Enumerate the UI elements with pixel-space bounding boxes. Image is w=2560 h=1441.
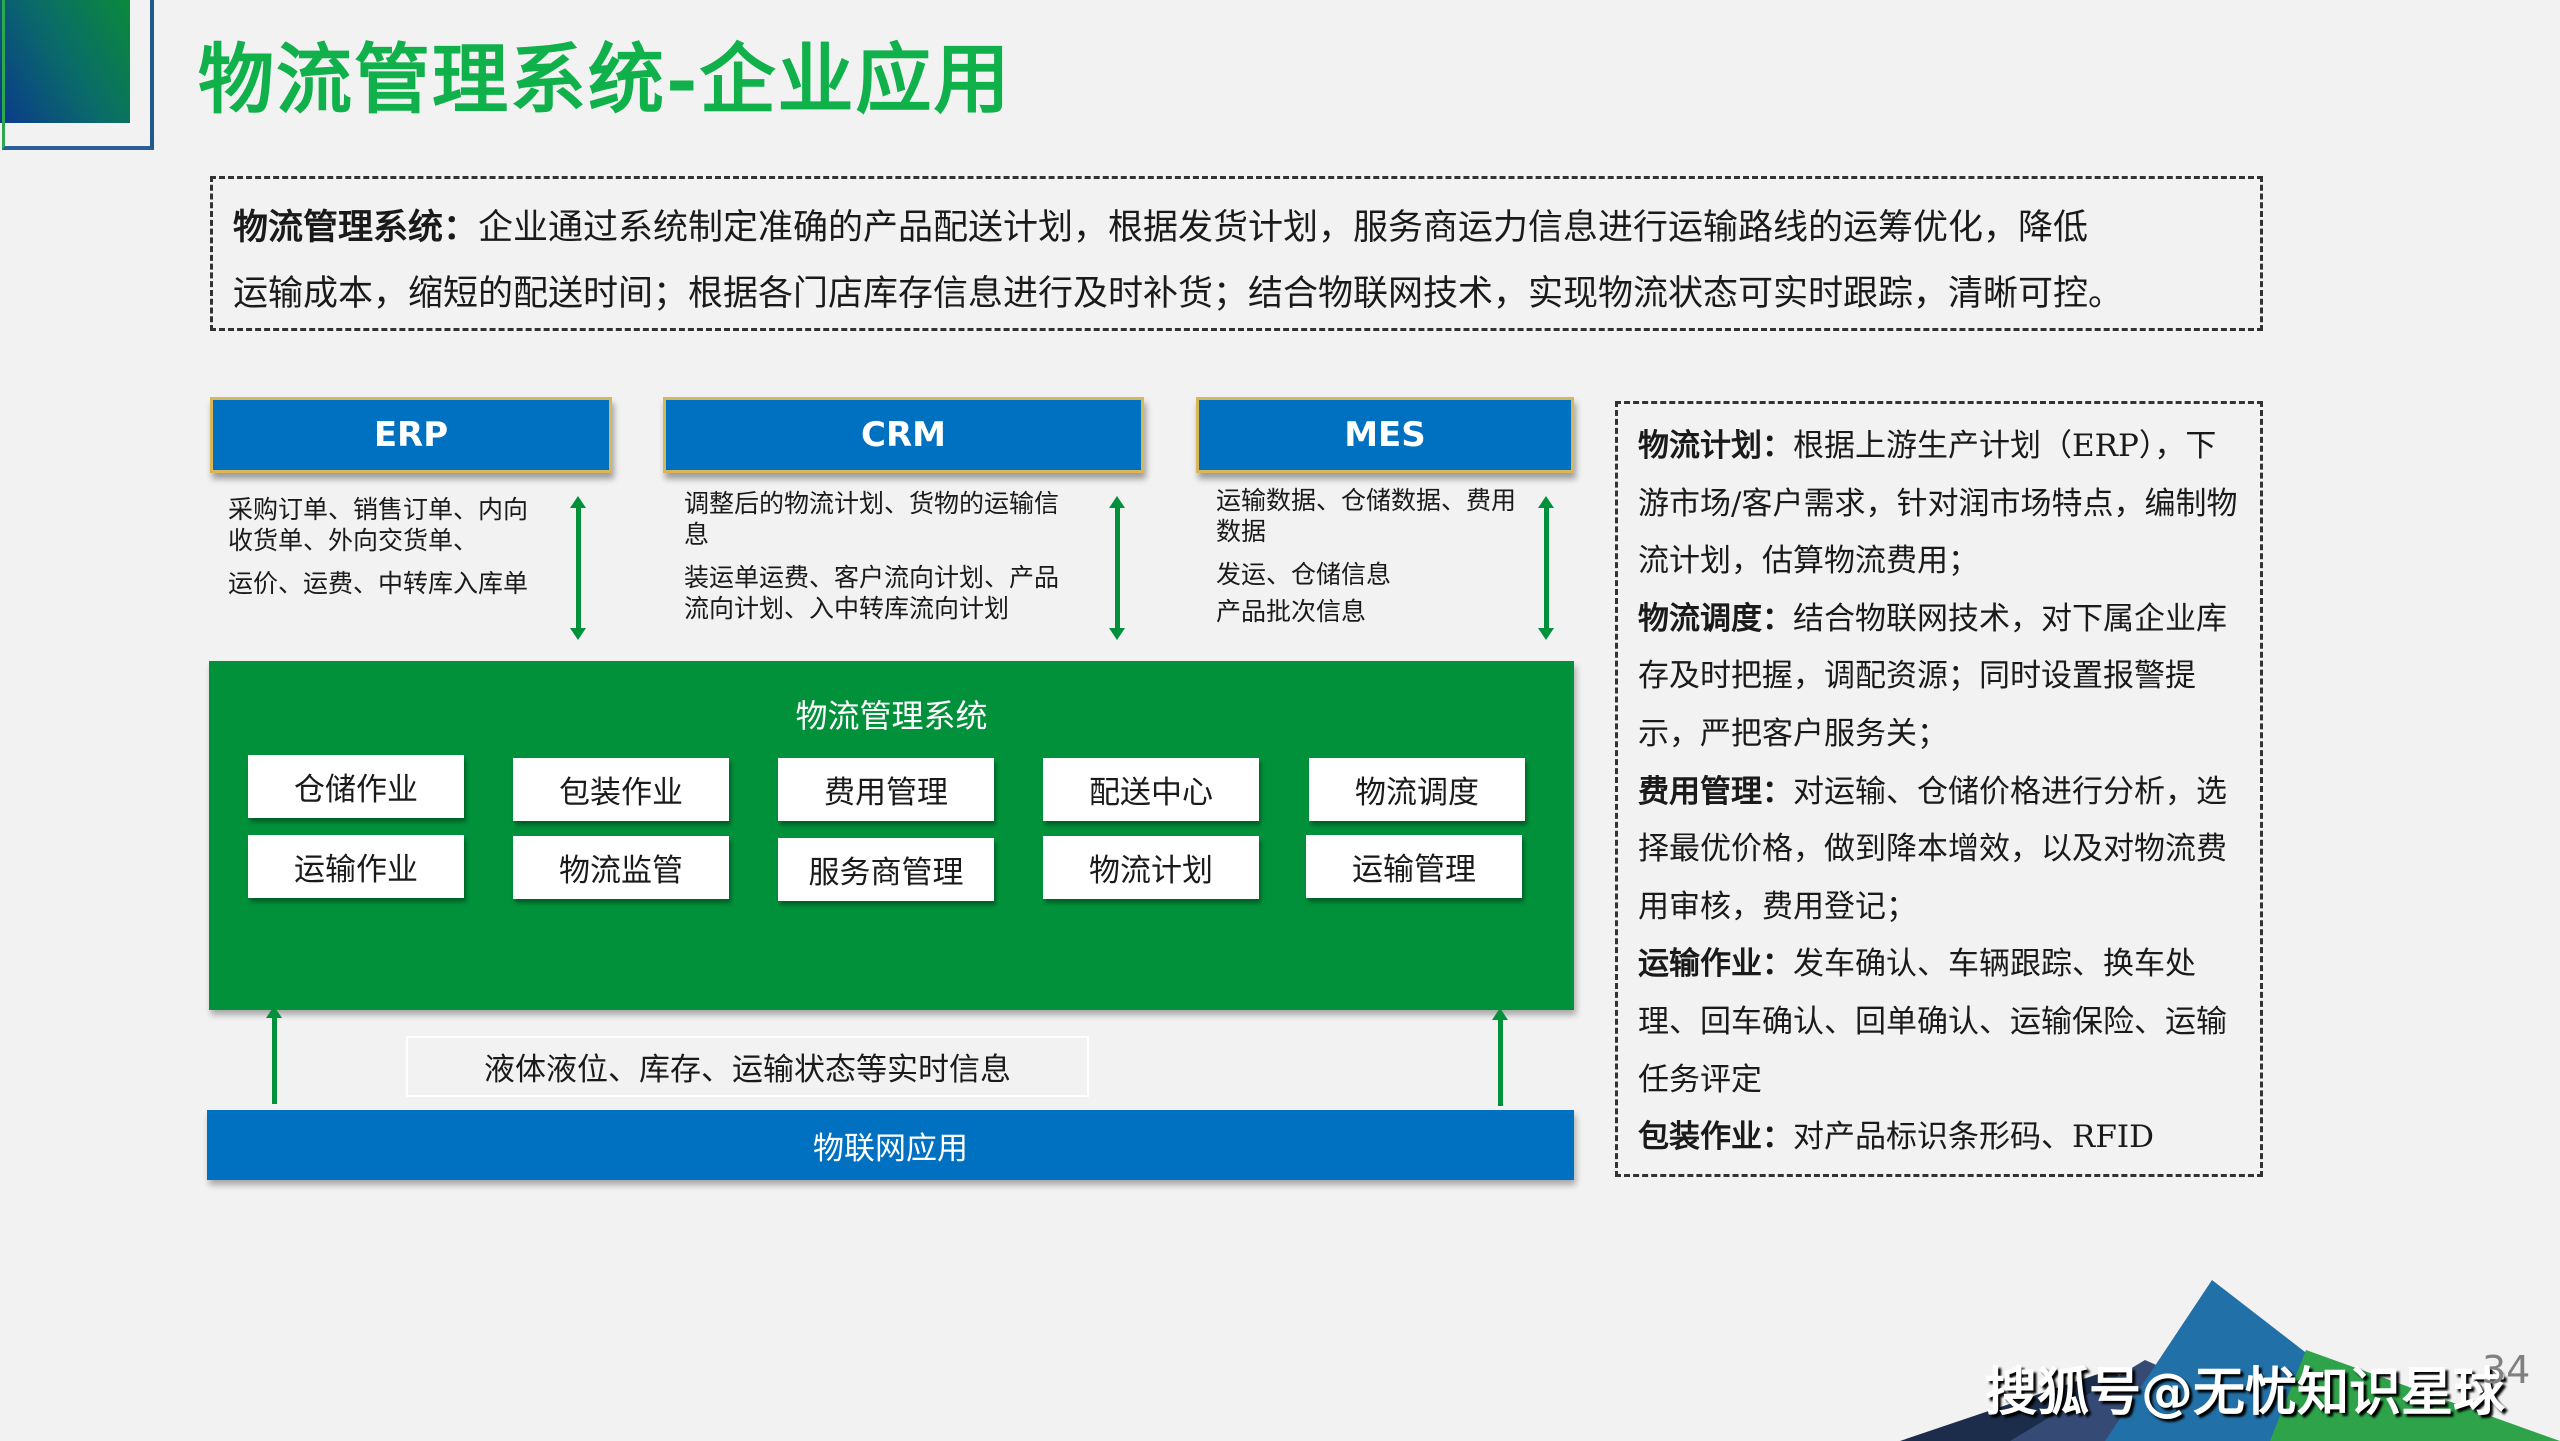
desc-label: 运输作业： <box>1638 946 1793 983</box>
intro-line-1: 物流管理系统：企业通过系统制定准确的产品配送计划，根据发货计划，服务商运力信息进… <box>233 195 2240 261</box>
erp-header: ERP <box>210 397 612 473</box>
right-up-arrow-icon <box>1492 1008 1508 1106</box>
iot-application-bar: 物联网应用 <box>207 1110 1574 1180</box>
desc-text: 对运输、仓储价格进行分析，选择最优价格，做到降本增效，以及对物流费用审核，费用登… <box>1638 773 2227 925</box>
desc-packaging-ops: 包装作业：对产品标识条形码、RFID <box>1638 1109 2242 1167</box>
logo-frame <box>2 0 154 150</box>
desc-transport-ops: 运输作业：发车确认、车辆跟踪、换车处理、回车确认、回单确认、运输保险、运输任务评… <box>1638 936 2242 1109</box>
left-up-arrow-icon <box>266 1006 282 1104</box>
desc-label: 包装作业： <box>1638 1119 1793 1156</box>
crm-desc-line: 调整后的物流计划、货物的运输信息 <box>684 489 1060 549</box>
erp-bidirectional-arrow-icon <box>570 496 586 640</box>
crm-header: CRM <box>663 397 1144 473</box>
mes-desc-line: 产品批次信息 <box>1216 597 1367 626</box>
erp-description: 采购订单、销售订单、内向收货单、外向交货单、 运价、运费、中转库入库单 <box>228 494 538 611</box>
page-number: 34 <box>2482 1348 2531 1392</box>
erp-desc-line: 采购订单、销售订单、内向收货单、外向交货单、 <box>228 495 529 555</box>
module-logistics-supervision[interactable]: 物流监管 <box>513 836 729 899</box>
mes-desc-line: 发运、仓储信息 <box>1216 560 1392 589</box>
crm-bidirectional-arrow-icon <box>1109 496 1125 640</box>
intro-line-2: 运输成本，缩短的配送时间；根据各门店库存信息进行及时补货；结合物联网技术，实现物… <box>233 274 2124 314</box>
realtime-info-label: 液体液位、库存、运输状态等实时信息 <box>406 1036 1089 1097</box>
logo-gradient-square <box>0 0 130 123</box>
module-transport-ops[interactable]: 运输作业 <box>248 835 464 898</box>
mes-desc-line: 运输数据、仓储数据、费用数据 <box>1216 486 1517 546</box>
module-logistics-dispatch[interactable]: 物流调度 <box>1309 758 1525 821</box>
module-distribution-center[interactable]: 配送中心 <box>1043 758 1259 821</box>
logistics-system-box: 物流管理系统 仓储作业 包装作业 费用管理 配送中心 物流调度 运输作业 物流监… <box>209 661 1574 1010</box>
desc-cost-management: 费用管理：对运输、仓储价格进行分析，选择最优价格，做到降本增效，以及对物流费用审… <box>1638 764 2242 937</box>
desc-label: 物流调度： <box>1638 600 1793 637</box>
erp-desc-line: 运价、运费、中转库入库单 <box>228 569 529 598</box>
crm-desc-line: 装运单运费、客户流向计划、产品流向计划、入中转库流向计划 <box>684 563 1060 623</box>
crm-description: 调整后的物流计划、货物的运输信息 装运单运费、客户流向计划、产品流向计划、入中转… <box>684 488 1069 636</box>
desc-logistics-dispatch: 物流调度：结合物联网技术，对下属企业库存及时把握，调配资源；同时设置报警提示，严… <box>1638 591 2242 764</box>
mes-header: MES <box>1196 397 1574 473</box>
watermark-text: 搜狐号@无忧知识星球 <box>1985 1363 2506 1423</box>
module-packaging-ops[interactable]: 包装作业 <box>513 758 729 821</box>
desc-label: 费用管理： <box>1638 773 1793 810</box>
page-title: 物流管理系统-企业应用 <box>198 35 1012 124</box>
desc-text: 对产品标识条形码、RFID <box>1793 1119 2154 1156</box>
intro-box: 物流管理系统：企业通过系统制定准确的产品配送计划，根据发货计划，服务商运力信息进… <box>210 176 2263 331</box>
module-logistics-plan[interactable]: 物流计划 <box>1043 836 1259 899</box>
mes-description: 运输数据、仓储数据、费用数据 发运、仓储信息 产品批次信息 <box>1216 485 1516 639</box>
module-warehouse-ops[interactable]: 仓储作业 <box>248 755 464 818</box>
mountain-decoration-icon <box>1900 1280 2560 1441</box>
intro-label: 物流管理系统： <box>233 207 479 248</box>
desc-label: 物流计划： <box>1638 428 1793 464</box>
desc-logistics-plan: 物流计划：根据上游生产计划（ERP），下游市场/客户需求，针对润市场特点，编制物… <box>1638 418 2242 591</box>
desc-text: 发车确认、车辆跟踪、换车处理、回车确认、回单确认、运输保险、运输任务评定 <box>1638 946 2227 1098</box>
desc-text: 结合物联网技术，对下属企业库存及时把握，调配资源；同时设置报警提示，严把客户服务… <box>1638 600 2227 752</box>
logistics-system-title: 物流管理系统 <box>795 697 988 735</box>
module-transport-management[interactable]: 运输管理 <box>1306 835 1522 898</box>
module-cost-management[interactable]: 费用管理 <box>778 758 994 821</box>
module-description-panel: 物流计划：根据上游生产计划（ERP），下游市场/客户需求，针对润市场特点，编制物… <box>1615 401 2263 1177</box>
desc-text: 根据上游生产计划（ERP），下游市场/客户需求，针对润市场特点，编制物流计划，估… <box>1638 428 2238 580</box>
intro-text-1: 企业通过系统制定准确的产品配送计划，根据发货计划，服务商运力信息进行运输路线的运… <box>478 208 2089 248</box>
module-provider-management[interactable]: 服务商管理 <box>778 838 994 901</box>
mes-bidirectional-arrow-icon <box>1538 496 1554 640</box>
